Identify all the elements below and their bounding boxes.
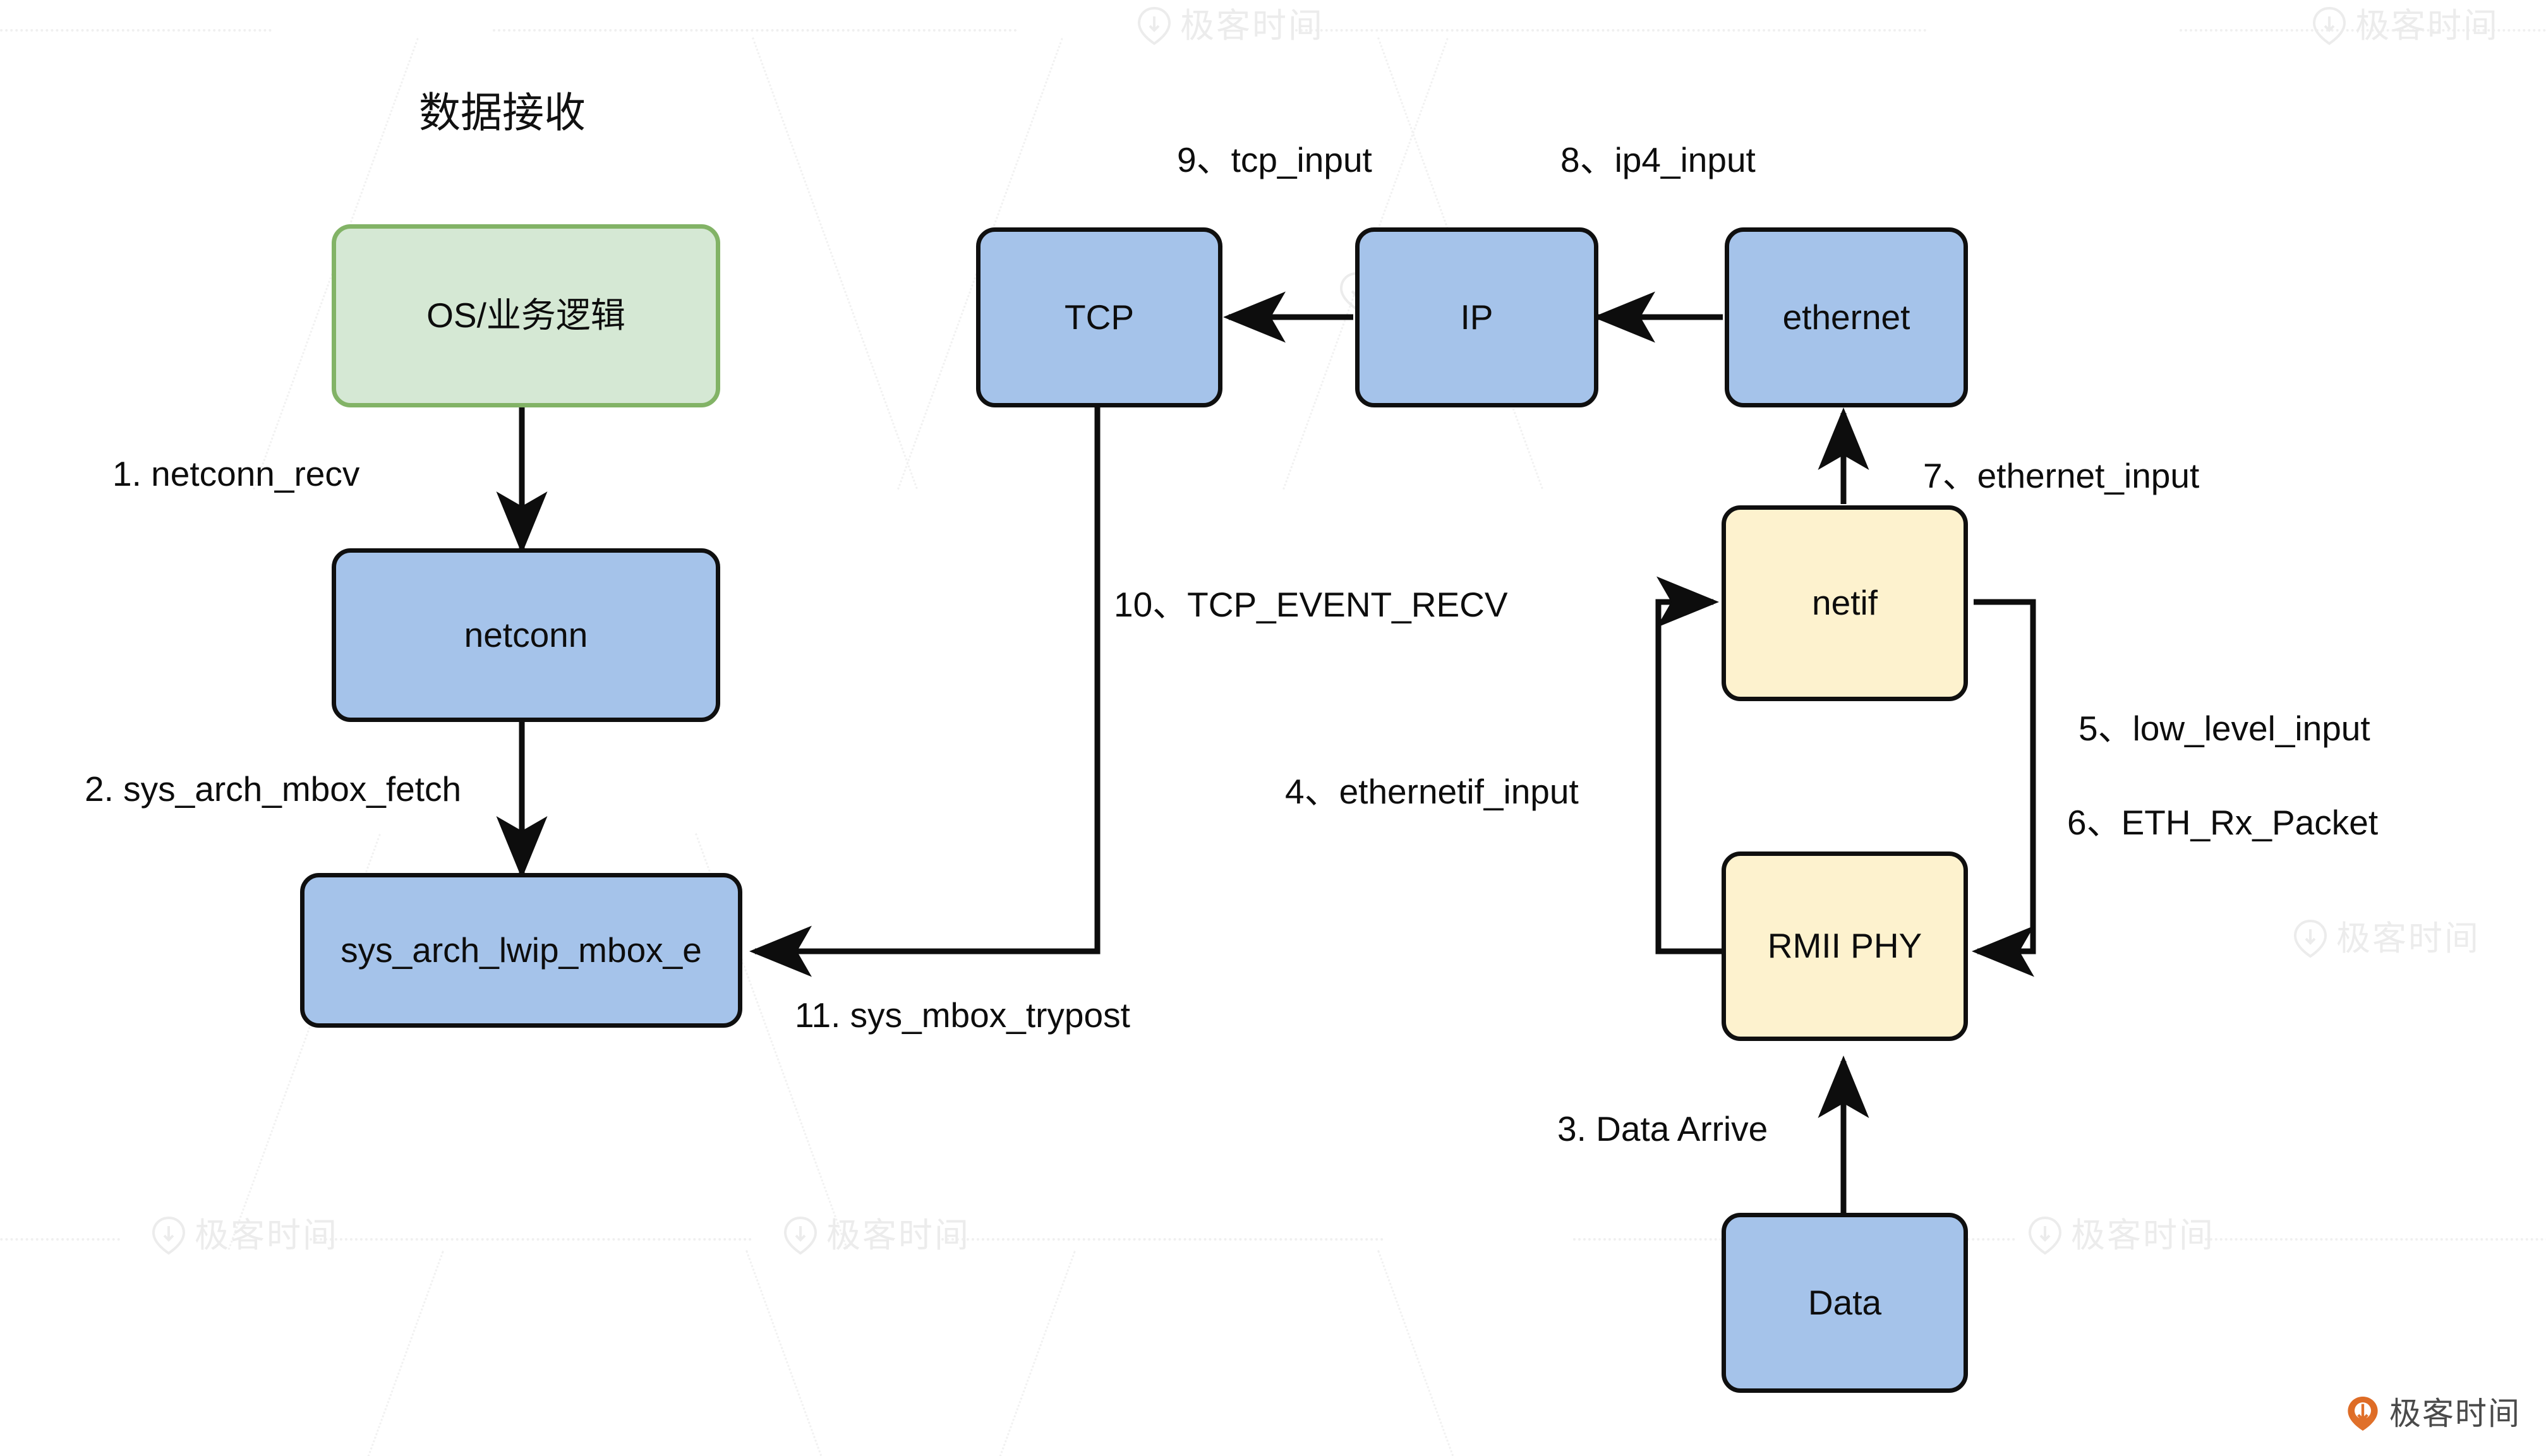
edge-label-7: 7、ethernet_input (1923, 456, 2200, 495)
edge-label-10: 10、TCP_EVENT_RECV (1114, 585, 1508, 624)
node-rmii-phy-label: RMII PHY (1767, 926, 1922, 966)
node-netconn[interactable]: netconn (332, 548, 720, 722)
node-ip-label: IP (1460, 297, 1493, 337)
node-ethernet-label: ethernet (1782, 297, 1910, 337)
edge-label-1: 1. netconn_recv (112, 454, 360, 493)
edge-label-6: 6、ETH_Rx_Packet (2067, 803, 2379, 842)
edge-rmiiphy-to-netif (1655, 576, 1722, 954)
edge-label-11: 11. sys_mbox_trypost (795, 996, 1130, 1035)
node-os-label: OS/业务逻辑 (426, 296, 625, 335)
node-ethernet[interactable]: ethernet (1725, 227, 1968, 407)
edge-label-4: 4、ethernetif_input (1285, 772, 1579, 811)
node-netconn-label: netconn (464, 615, 588, 654)
node-tcp[interactable]: TCP (976, 227, 1222, 407)
brand-logo: 极客时间 (2346, 1395, 2521, 1432)
edge-netif-to-rmiiphy (1972, 599, 2036, 977)
edge-label-9: 9、tcp_input (1177, 140, 1372, 179)
edge-tcp-to-mbox (749, 407, 1101, 977)
page-title: 数据接收 (419, 89, 586, 136)
node-tcp-label: TCP (1065, 297, 1134, 337)
node-data[interactable]: Data (1722, 1213, 1968, 1393)
node-os[interactable]: OS/业务逻辑 (332, 224, 720, 407)
node-data-label: Data (1807, 1282, 1882, 1322)
node-mbox[interactable]: sys_arch_lwip_mbox_e (300, 873, 742, 1028)
edge-label-8: 8、ip4_input (1560, 140, 1756, 179)
node-netif[interactable]: netif (1722, 505, 1968, 701)
edge-label-3: 3. Data Arrive (1557, 1109, 1768, 1148)
node-mbox-label: sys_arch_lwip_mbox_e (341, 930, 702, 970)
node-rmii-phy[interactable]: RMII PHY (1722, 851, 1968, 1041)
brand-text: 极客时间 (2389, 1396, 2521, 1431)
edge-label-2: 2. sys_arch_mbox_fetch (85, 769, 462, 809)
node-ip[interactable]: IP (1355, 227, 1598, 407)
brand-pin-icon (2348, 1397, 2378, 1431)
edge-label-5: 5、low_level_input (2078, 709, 2370, 748)
node-netif-label: netif (1812, 583, 1878, 623)
